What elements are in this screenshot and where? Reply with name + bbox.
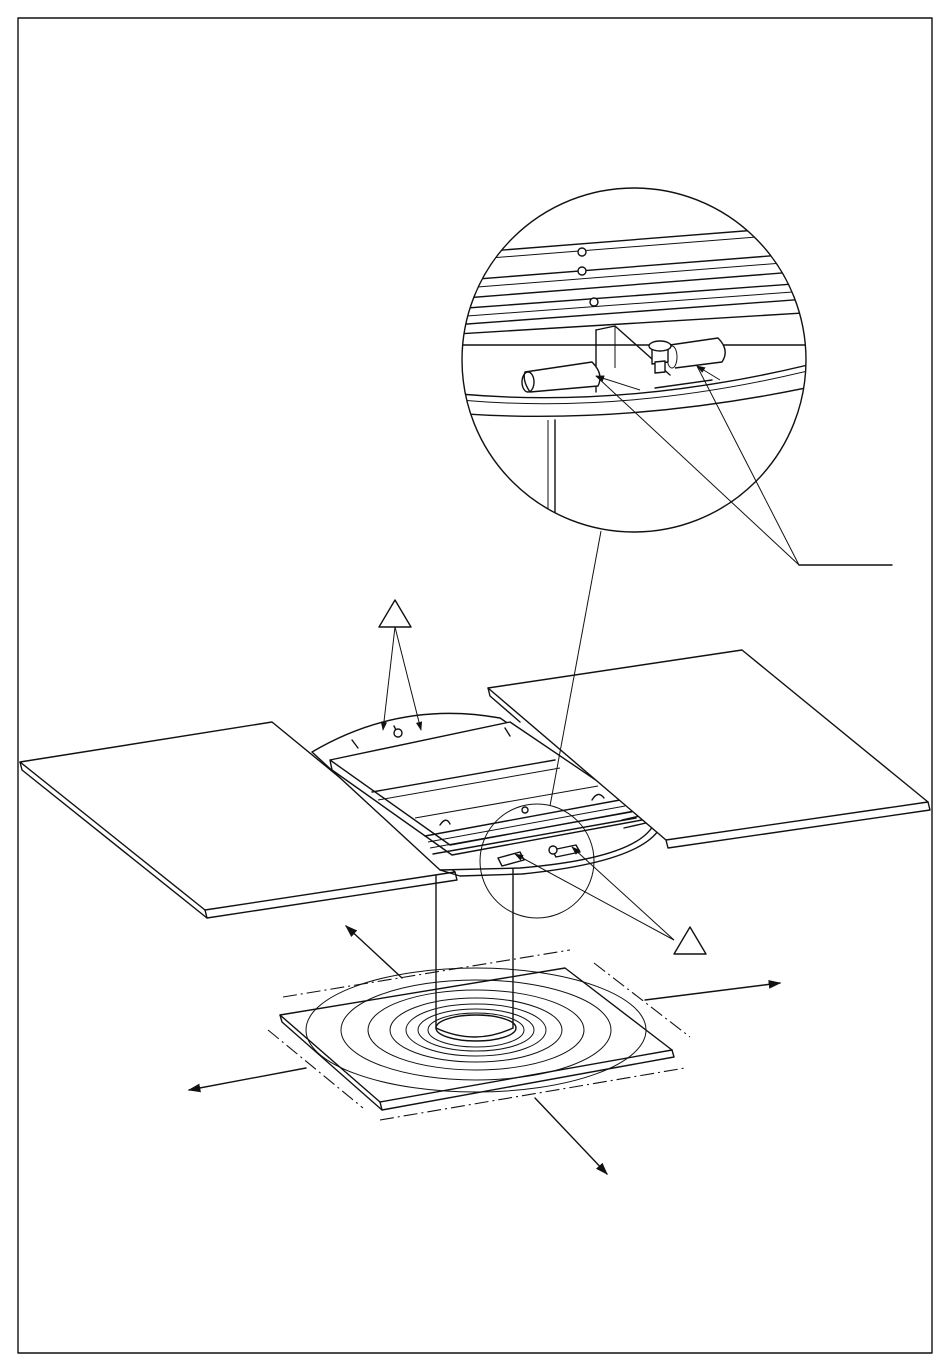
direction-arrow-back-left	[346, 926, 402, 978]
base-plate	[268, 950, 690, 1120]
direction-arrow-left	[189, 1068, 306, 1090]
detail-magnifier	[440, 188, 820, 532]
page-border	[18, 18, 932, 1353]
direction-arrow-right	[645, 983, 780, 1000]
callout-triangle-top	[379, 600, 421, 730]
direction-arrow-front	[535, 1098, 607, 1174]
